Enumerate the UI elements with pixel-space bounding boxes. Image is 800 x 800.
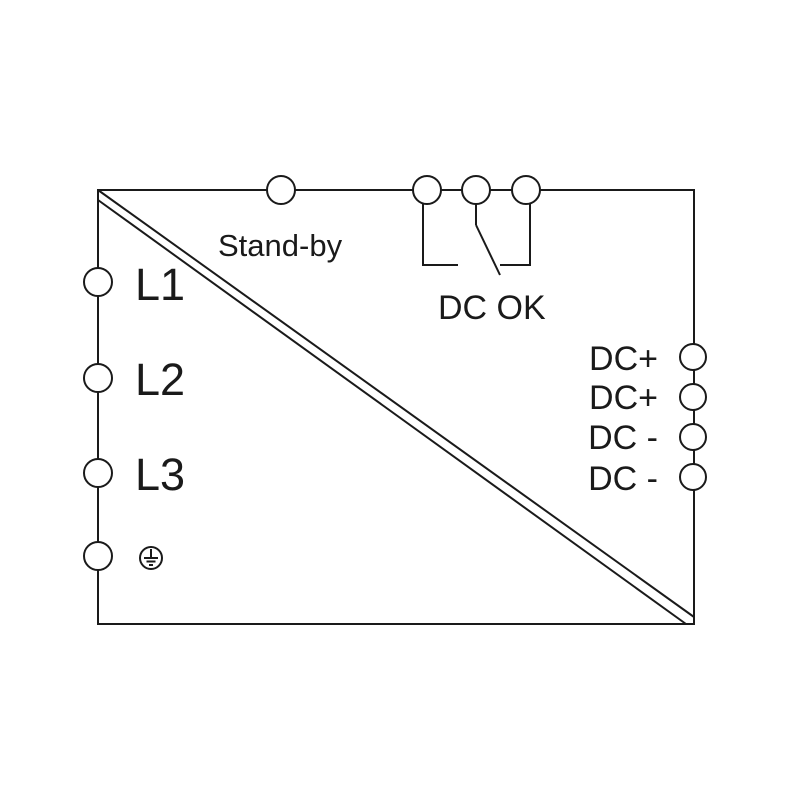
standby-label: Stand-by (218, 228, 343, 263)
dc-ok-relay-contact (422, 204, 531, 276)
standby-terminal (266, 175, 296, 205)
l3-terminal (83, 458, 113, 488)
l2-terminal (83, 363, 113, 393)
dc-minus-label-1: DC - (588, 419, 658, 457)
l2-label: L2 (135, 354, 185, 405)
dc-plus-terminal-1 (679, 343, 707, 371)
dc-plus-label-2: DC+ (589, 379, 658, 417)
dc-minus-terminal-2 (679, 463, 707, 491)
dc-minus-label-2: DC - (588, 460, 658, 498)
l1-label: L1 (135, 259, 185, 310)
ground-icon (139, 546, 163, 570)
l3-label: L3 (135, 449, 185, 500)
diagonal-line-upper (97, 189, 695, 618)
l1-terminal (83, 267, 113, 297)
dc-ok-terminal-3 (511, 175, 541, 205)
diagonal-line-lower (97, 199, 687, 625)
dc-ok-label: DC OK (438, 289, 546, 327)
pe-terminal (83, 541, 113, 571)
dc-ok-terminal-1 (412, 175, 442, 205)
dc-plus-terminal-2 (679, 383, 707, 411)
dc-plus-label-1: DC+ (589, 340, 658, 378)
dc-ok-terminal-2 (461, 175, 491, 205)
dc-minus-terminal-1 (679, 423, 707, 451)
